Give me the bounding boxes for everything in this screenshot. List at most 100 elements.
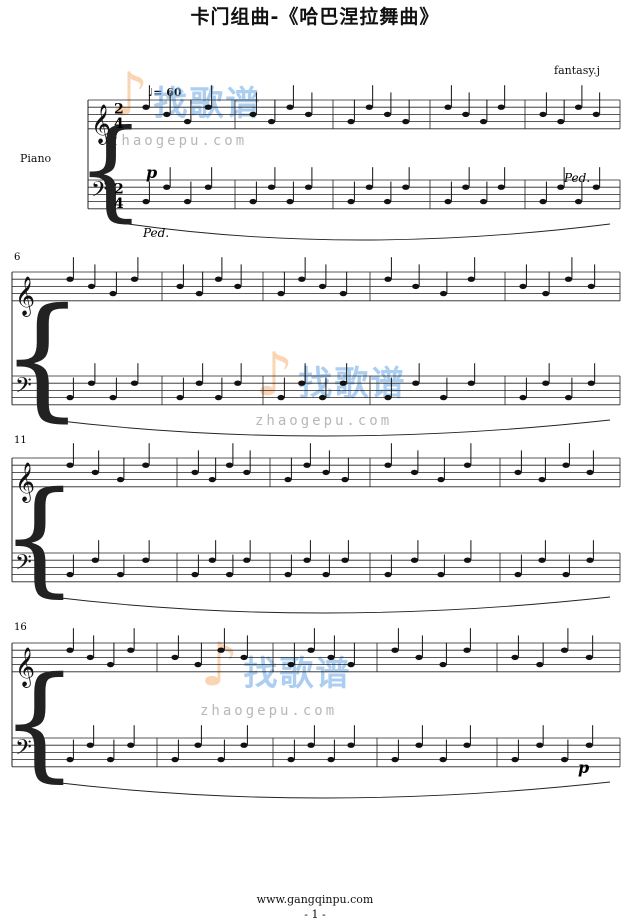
- note-head: [587, 283, 595, 290]
- bass-note-head: [365, 184, 373, 190]
- note-head: [298, 276, 306, 282]
- note-head: [511, 654, 519, 661]
- bass-note-head: [497, 184, 505, 190]
- bass-note-head: [511, 756, 519, 763]
- bass-note-head: [194, 742, 202, 748]
- bass-note-head: [539, 198, 547, 205]
- bass-note-head: [286, 198, 294, 205]
- bass-note-head: [109, 394, 117, 401]
- note-head: [66, 647, 74, 653]
- note-head: [116, 476, 125, 483]
- note-head: [410, 469, 419, 476]
- bass-note-head: [402, 184, 410, 190]
- note-head: [130, 276, 139, 282]
- note-head: [208, 476, 216, 483]
- note-head: [217, 647, 225, 653]
- brace-icon: {: [0, 651, 79, 795]
- note-head: [284, 476, 292, 483]
- brace-icon: {: [0, 466, 79, 610]
- bass-note-head: [130, 380, 139, 386]
- bass-note-head: [66, 756, 74, 763]
- bass-note-head: [87, 380, 96, 386]
- note-head: [163, 111, 171, 118]
- bass-note-head: [86, 742, 94, 748]
- phrase-slur: [127, 223, 611, 241]
- tempo-marking: ♩= 60: [148, 86, 182, 99]
- bass-note-head: [142, 198, 150, 205]
- note-head: [514, 469, 522, 476]
- note-head: [439, 661, 447, 668]
- note-head: [234, 283, 242, 290]
- bass-note-head: [243, 557, 251, 563]
- note-head: [91, 469, 99, 476]
- bass-note-head: [439, 756, 447, 763]
- note-head: [479, 118, 488, 125]
- note-head: [586, 469, 594, 476]
- bass-note-head: [163, 184, 171, 190]
- note-head: [66, 276, 74, 282]
- note-head: [109, 290, 117, 297]
- bass-clef-icon: 𝄢: [91, 177, 108, 207]
- bass-note-head: [66, 394, 74, 401]
- time-signature-top: 2: [114, 181, 124, 197]
- bass-note-head: [204, 184, 212, 190]
- note-head: [287, 661, 295, 668]
- bass-note-head: [195, 380, 203, 386]
- measure-number-6: 6: [14, 252, 20, 263]
- note-head: [142, 104, 150, 110]
- note-head: [539, 111, 547, 118]
- note-head: [66, 462, 74, 468]
- note-head: [519, 283, 527, 290]
- bass-note-head: [191, 571, 199, 578]
- bass-note-head: [225, 571, 234, 578]
- note-head: [240, 654, 248, 661]
- bass-note-head: [467, 380, 475, 386]
- phrase-slur: [51, 781, 611, 799]
- note-head: [463, 462, 472, 468]
- bass-note-head: [463, 742, 471, 748]
- bass-note-head: [116, 571, 125, 578]
- note-head: [384, 462, 392, 468]
- measure-number-16: 16: [14, 622, 27, 633]
- note-head: [444, 104, 452, 110]
- bass-note-head: [142, 557, 150, 563]
- bass-note-head: [322, 571, 330, 578]
- time-signature-top: 2: [114, 101, 124, 117]
- bass-note-head: [557, 184, 565, 190]
- phrase-slur: [51, 596, 611, 614]
- bass-note-head: [347, 198, 355, 205]
- brace-icon: {: [76, 106, 145, 233]
- bass-note-head: [587, 380, 595, 386]
- note-head: [183, 118, 192, 125]
- note-head: [365, 104, 373, 110]
- bass-note-head: [391, 756, 399, 763]
- bass-note-head: [592, 184, 600, 190]
- bass-note-head: [585, 742, 593, 748]
- time-signature-bottom: 4: [114, 196, 124, 212]
- bass-note-head: [439, 394, 448, 401]
- bass-note-head: [277, 394, 285, 401]
- bass-note-head: [91, 557, 99, 563]
- note-head: [497, 104, 505, 110]
- note-head: [304, 111, 313, 118]
- note-head: [214, 276, 223, 282]
- bass-note-head: [267, 184, 276, 190]
- note-head: [536, 661, 544, 668]
- treble-clef-icon: 𝄞: [15, 276, 35, 317]
- bass-note-head: [415, 742, 423, 748]
- bass-note-head: [444, 198, 452, 205]
- bass-note-head: [234, 380, 242, 386]
- bass-note-head: [564, 394, 573, 401]
- score-title: 卡门组曲-《哈巴涅拉舞曲》: [190, 6, 440, 28]
- bass-note-head: [463, 557, 472, 563]
- bass-note-head: [542, 380, 550, 386]
- bass-note-head: [339, 380, 347, 386]
- note-head: [322, 469, 330, 476]
- note-head: [87, 283, 96, 290]
- note-head: [106, 661, 115, 668]
- note-head: [415, 654, 423, 661]
- note-head: [383, 111, 392, 118]
- bass-note-head: [176, 394, 184, 401]
- bass-note-head: [347, 742, 355, 748]
